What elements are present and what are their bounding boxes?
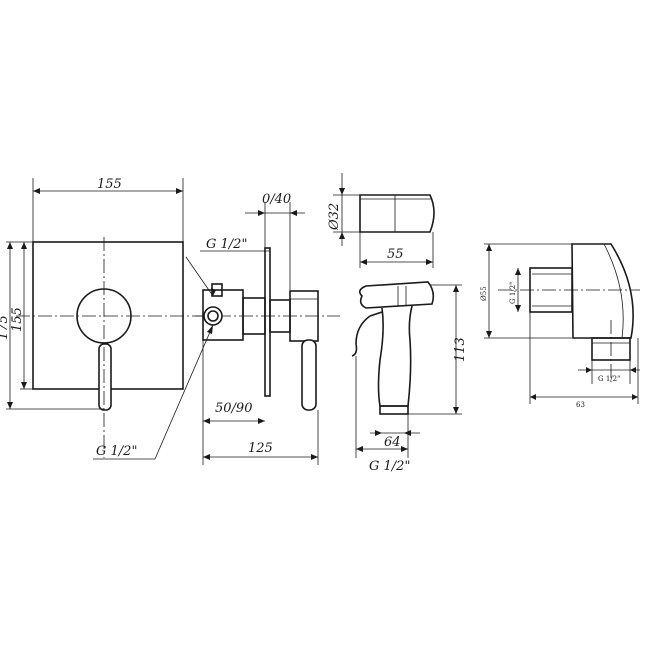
dim-width-label: 155 bbox=[97, 177, 122, 192]
elbow-inlet-thread-label: G 1/2" bbox=[509, 282, 517, 304]
dim-wall-depth-label: 0/40 bbox=[262, 192, 291, 207]
holder-view: Ø32 55 bbox=[327, 173, 435, 268]
sprayer-handle bbox=[377, 305, 413, 407]
side-inlet-ring-inner bbox=[207, 310, 219, 322]
mixer-side-view: 0/40 G 1/2" 50/90 125 G 1/2" bbox=[93, 192, 340, 465]
elbow-diameter-label: Ø55 bbox=[480, 286, 488, 301]
sprayer-view: 113 64 G 1/2" bbox=[351, 281, 468, 474]
sprayer-base-label: 64 bbox=[384, 435, 401, 450]
dim-total-height-label: 175 bbox=[0, 315, 11, 340]
dim-body-depth-label: 50/90 bbox=[215, 401, 252, 416]
sprayer-thread-label: G 1/2" bbox=[369, 459, 410, 474]
elbow-length-label: 63 bbox=[576, 401, 585, 409]
holder-length-label: 55 bbox=[387, 247, 404, 262]
leader-side-thread-diag bbox=[185, 256, 214, 297]
elbow-view: Ø55 G 1/2" G 1/2" 63 bbox=[480, 243, 640, 409]
elbow-outlet-thread-label: G 1/2" bbox=[598, 375, 620, 383]
sprayer-height-label: 113 bbox=[453, 337, 468, 362]
side-inlet-ring bbox=[203, 306, 223, 326]
dim-total-depth-label: 125 bbox=[248, 441, 273, 456]
handle-collar bbox=[269, 299, 291, 333]
holder-diameter-label: Ø32 bbox=[327, 203, 342, 231]
sprayer-connector bbox=[379, 405, 409, 415]
side-thread-label: G 1/2" bbox=[206, 237, 247, 252]
leader-inlet-thread-diag bbox=[154, 324, 214, 460]
mixer-front-view: 155 155 175 bbox=[0, 177, 210, 458]
sprayer-trigger bbox=[351, 315, 371, 357]
sprayer-trigger-stem bbox=[369, 311, 383, 317]
side-handle-lever bbox=[301, 339, 317, 411]
sprayer-head bbox=[358, 281, 435, 309]
body-neck bbox=[242, 297, 266, 335]
holder-body bbox=[359, 194, 435, 233]
inlet-thread-label: G 1/2" bbox=[96, 444, 137, 459]
elbow-curve bbox=[603, 243, 624, 339]
dim-height-label: 155 bbox=[10, 307, 25, 332]
handle-lever bbox=[98, 343, 112, 411]
elbow-body bbox=[571, 243, 634, 339]
